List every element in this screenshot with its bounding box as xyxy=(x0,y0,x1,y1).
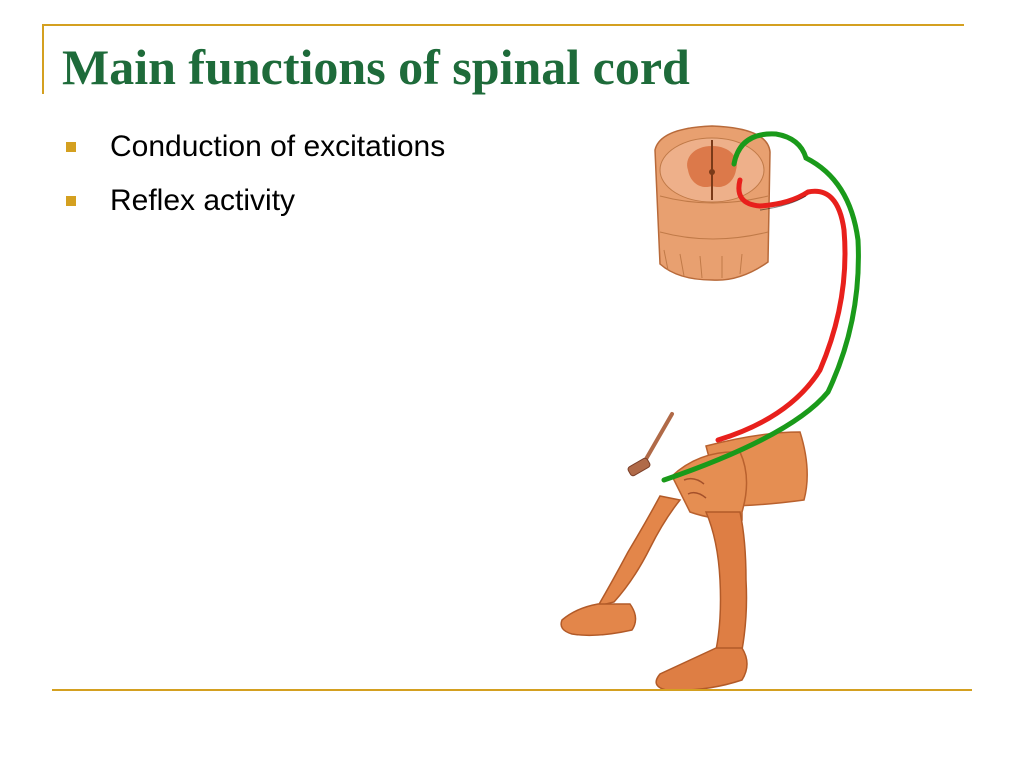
bullet-square-icon xyxy=(66,142,76,152)
frame-bottom-rule xyxy=(52,689,972,691)
spinal-cord-section-icon xyxy=(654,125,771,281)
bullet-text: Conduction of excitations xyxy=(110,130,446,163)
seated-leg-figure xyxy=(560,431,808,692)
knee-reflex-arc-illustration xyxy=(560,125,861,692)
bullet-list: Conduction of excitations Reflex activit… xyxy=(62,120,445,228)
bullet-item-conduction: Conduction of excitations xyxy=(62,120,445,174)
bullet-item-reflex: Reflex activity xyxy=(62,174,445,228)
reflex-hammer-icon xyxy=(627,412,674,477)
bullet-square-icon xyxy=(66,196,76,206)
efferent-pathway xyxy=(661,131,861,483)
frame-top-rule xyxy=(42,24,964,26)
frame-left-rule xyxy=(42,24,44,94)
afferent-pathway xyxy=(715,177,848,443)
slide-title: Main functions of spinal cord xyxy=(62,39,690,95)
bullet-text: Reflex activity xyxy=(110,184,296,217)
